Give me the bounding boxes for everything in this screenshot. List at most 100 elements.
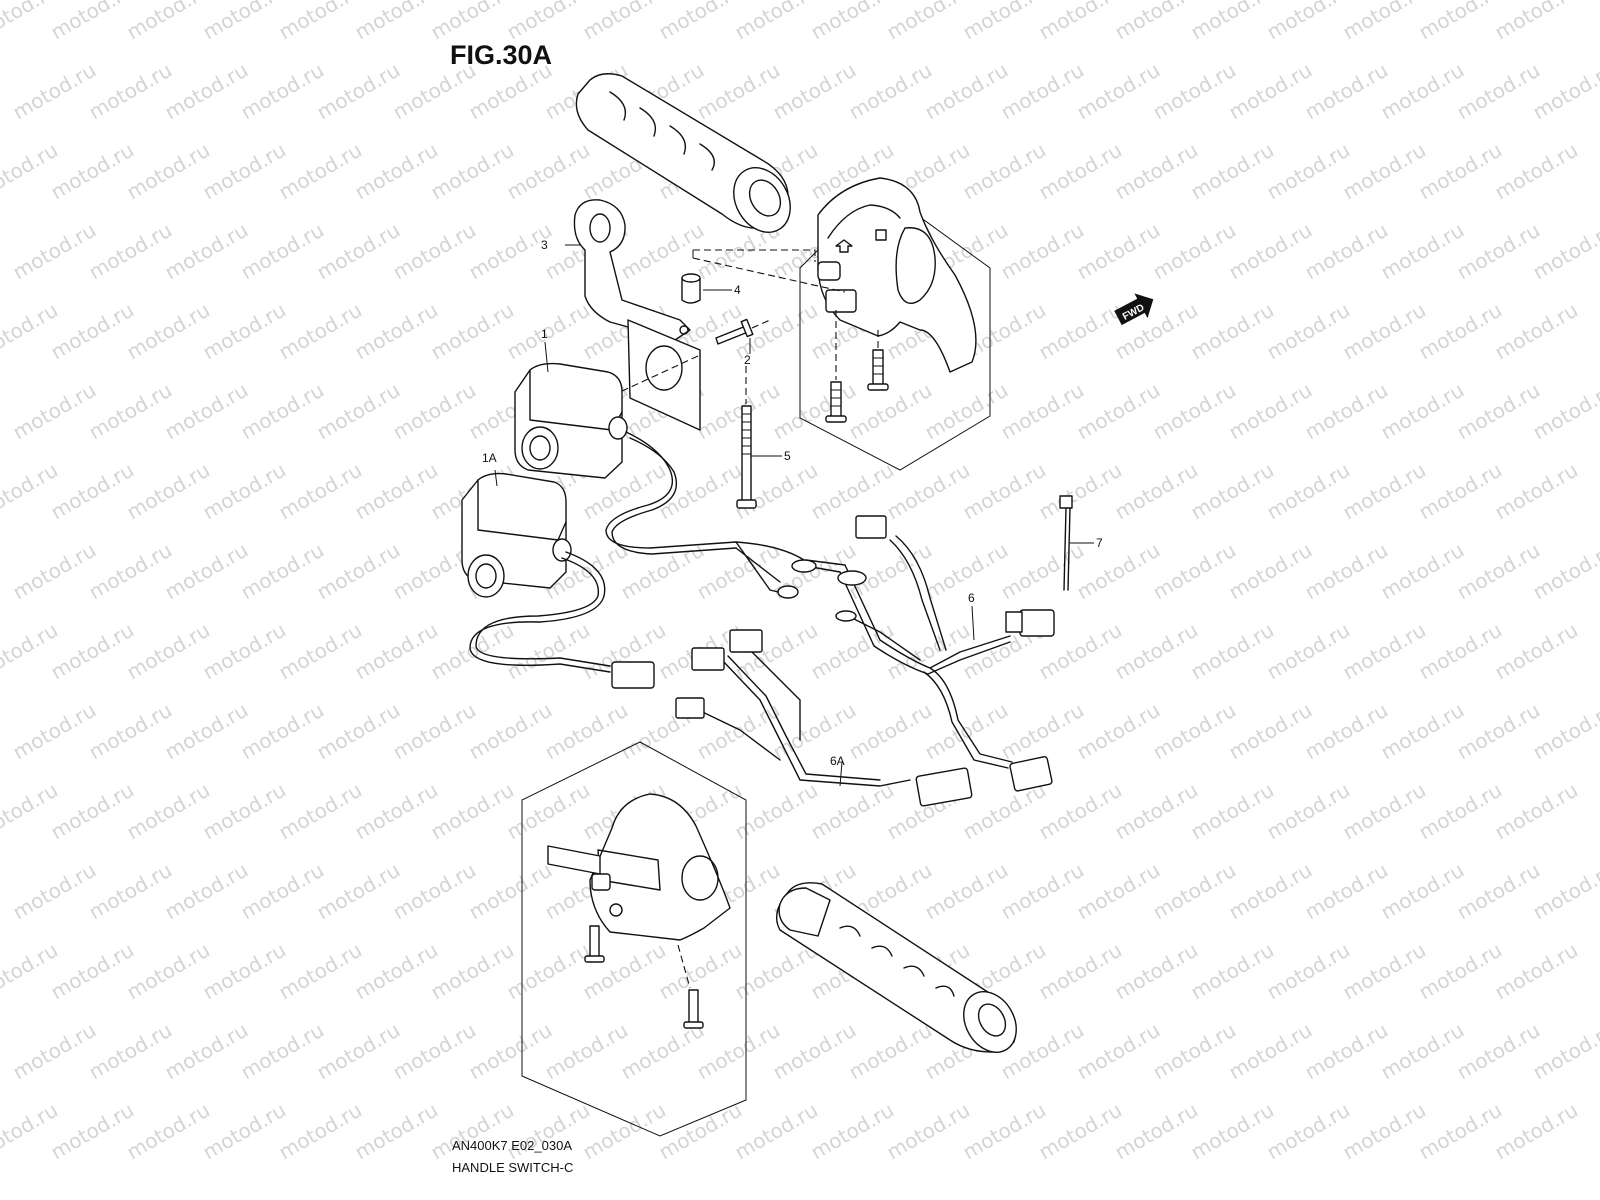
watermark-text: motod.ru — [503, 778, 594, 845]
watermark-text: motod.ru — [123, 458, 214, 525]
watermark-text: motod.ru — [237, 378, 328, 445]
watermark-text: motod.ru — [921, 538, 1012, 605]
heater-switch-1a — [461, 472, 572, 598]
watermark-text: motod.ru — [389, 858, 480, 925]
watermark-text: motod.ru — [731, 778, 822, 845]
watermark-text: motod.ru — [807, 458, 898, 525]
watermark-text: motod.ru — [1415, 138, 1506, 205]
watermark-text: motod.ru — [275, 298, 366, 365]
watermark-text: motod.ru — [1149, 698, 1240, 765]
watermark-text: motod.ru — [959, 1098, 1050, 1165]
watermark-text: motod.ru — [47, 298, 138, 365]
watermark-text: motod.ru — [1073, 218, 1164, 285]
watermark-text: motod.ru — [655, 938, 746, 1005]
watermark-text: motod.ru — [1453, 58, 1544, 125]
watermark-text: motod.ru — [1491, 458, 1582, 525]
watermark-text: motod.ru — [465, 698, 556, 765]
watermark-text: motod.ru — [9, 858, 100, 925]
watermark-text: motod.ru — [199, 138, 290, 205]
watermark-text: motod.ru — [769, 378, 860, 445]
watermark-text: motod.ru — [883, 1098, 974, 1165]
callout-6a: 6A — [830, 754, 845, 768]
watermark-text: motod.ru — [845, 1018, 936, 1085]
watermark-text: motod.ru — [997, 378, 1088, 445]
watermark-text: motod.ru — [1377, 58, 1468, 125]
watermark-text: motod.ru — [1529, 378, 1600, 445]
watermark-text: motod.ru — [1339, 938, 1430, 1005]
watermark-text: motod.ru — [427, 138, 518, 205]
watermark-text: motod.ru — [47, 938, 138, 1005]
watermark-text: motod.ru — [1301, 1018, 1392, 1085]
watermark-text: motod.ru — [427, 298, 518, 365]
watermark-text: motod.ru — [1149, 1018, 1240, 1085]
watermark-text: motod.ru — [1111, 938, 1202, 1005]
watermark-text: motod.ru — [503, 1098, 594, 1165]
watermark-text: motod.ru — [1491, 618, 1582, 685]
watermark-text: motod.ru — [1225, 378, 1316, 445]
watermark-text: motod.ru — [1529, 218, 1600, 285]
left-switch-assembly — [521, 741, 747, 1137]
watermark-text: motod.ru — [541, 1018, 632, 1085]
callout-2: 2 — [744, 353, 751, 367]
watermark-text: motod.ru — [579, 1098, 670, 1165]
watermark-text: motod.ru — [351, 138, 442, 205]
watermark-text: motod.ru — [1301, 218, 1392, 285]
watermark-text: motod.ru — [1111, 1098, 1202, 1165]
watermark-text: motod.ru — [1263, 1098, 1354, 1165]
watermark-text: motod.ru — [85, 378, 176, 445]
watermark-text: motod.ru — [1187, 618, 1278, 685]
collar — [681, 273, 701, 304]
watermark-text: motod.ru — [1415, 458, 1506, 525]
watermark-text: motod.ru — [1073, 538, 1164, 605]
watermark-text: motod.ru — [199, 778, 290, 845]
watermark-text: motod.ru — [1415, 778, 1506, 845]
watermark-text: motod.ru — [921, 858, 1012, 925]
watermark-text: motod.ru — [1491, 0, 1582, 44]
watermark-text: motod.ru — [161, 378, 252, 445]
watermark-text: motod.ru — [1263, 138, 1354, 205]
watermark-text: motod.ru — [1301, 698, 1392, 765]
watermark-text: motod.ru — [123, 298, 214, 365]
watermark-text: motod.ru — [1149, 58, 1240, 125]
watermark-text: motod.ru — [47, 458, 138, 525]
watermark-text: motod.ru — [1187, 938, 1278, 1005]
watermark-text: motod.ru — [275, 458, 366, 525]
watermark-text: motod.ru — [9, 218, 100, 285]
watermark-text: motod.ru — [1111, 618, 1202, 685]
watermark-text: motod.ru — [1301, 858, 1392, 925]
watermark-text: motod.ru — [427, 778, 518, 845]
watermark-text: motod.ru — [807, 618, 898, 685]
wiring-harness-6 — [605, 431, 1055, 792]
watermark-text: motod.ru — [161, 698, 252, 765]
watermark-text: motod.ru — [769, 58, 860, 125]
watermark-text: motod.ru — [237, 858, 328, 925]
watermark-text: motod.ru — [1035, 938, 1126, 1005]
watermark-text: motod.ru — [1149, 378, 1240, 445]
callout-3: 3 — [541, 238, 548, 252]
watermark-text: motod.ru — [1263, 618, 1354, 685]
watermark-text: motod.ru — [47, 138, 138, 205]
callout-7: 7 — [1096, 536, 1103, 550]
callout-leaders — [494, 244, 1094, 787]
watermark-text: motod.ru — [9, 1018, 100, 1085]
right-grip — [575, 73, 791, 233]
watermark-text: motod.ru — [1187, 458, 1278, 525]
watermark-text: motod.ru — [503, 298, 594, 365]
watermark-text: motod.ru — [1377, 218, 1468, 285]
watermark-text: motod.ru — [1491, 778, 1582, 845]
watermark-text: motod.ru — [1073, 698, 1164, 765]
watermark-text: motod.ru — [693, 1018, 784, 1085]
right-switch-assembly — [799, 177, 991, 471]
watermark-text: motod.ru — [351, 938, 442, 1005]
watermark-text: motod.ru — [85, 218, 176, 285]
watermark-text: motod.ru — [503, 138, 594, 205]
watermark-text: motod.ru — [845, 698, 936, 765]
watermark-text: motod.ru — [1149, 218, 1240, 285]
watermark-text: motod.ru — [693, 538, 784, 605]
watermark-text: motod.ru — [1415, 618, 1506, 685]
watermark-text: motod.ru — [997, 858, 1088, 925]
watermark-text: motod.ru — [161, 858, 252, 925]
figure-title: FIG.30A — [450, 40, 553, 70]
watermark-text: motod.ru — [85, 538, 176, 605]
